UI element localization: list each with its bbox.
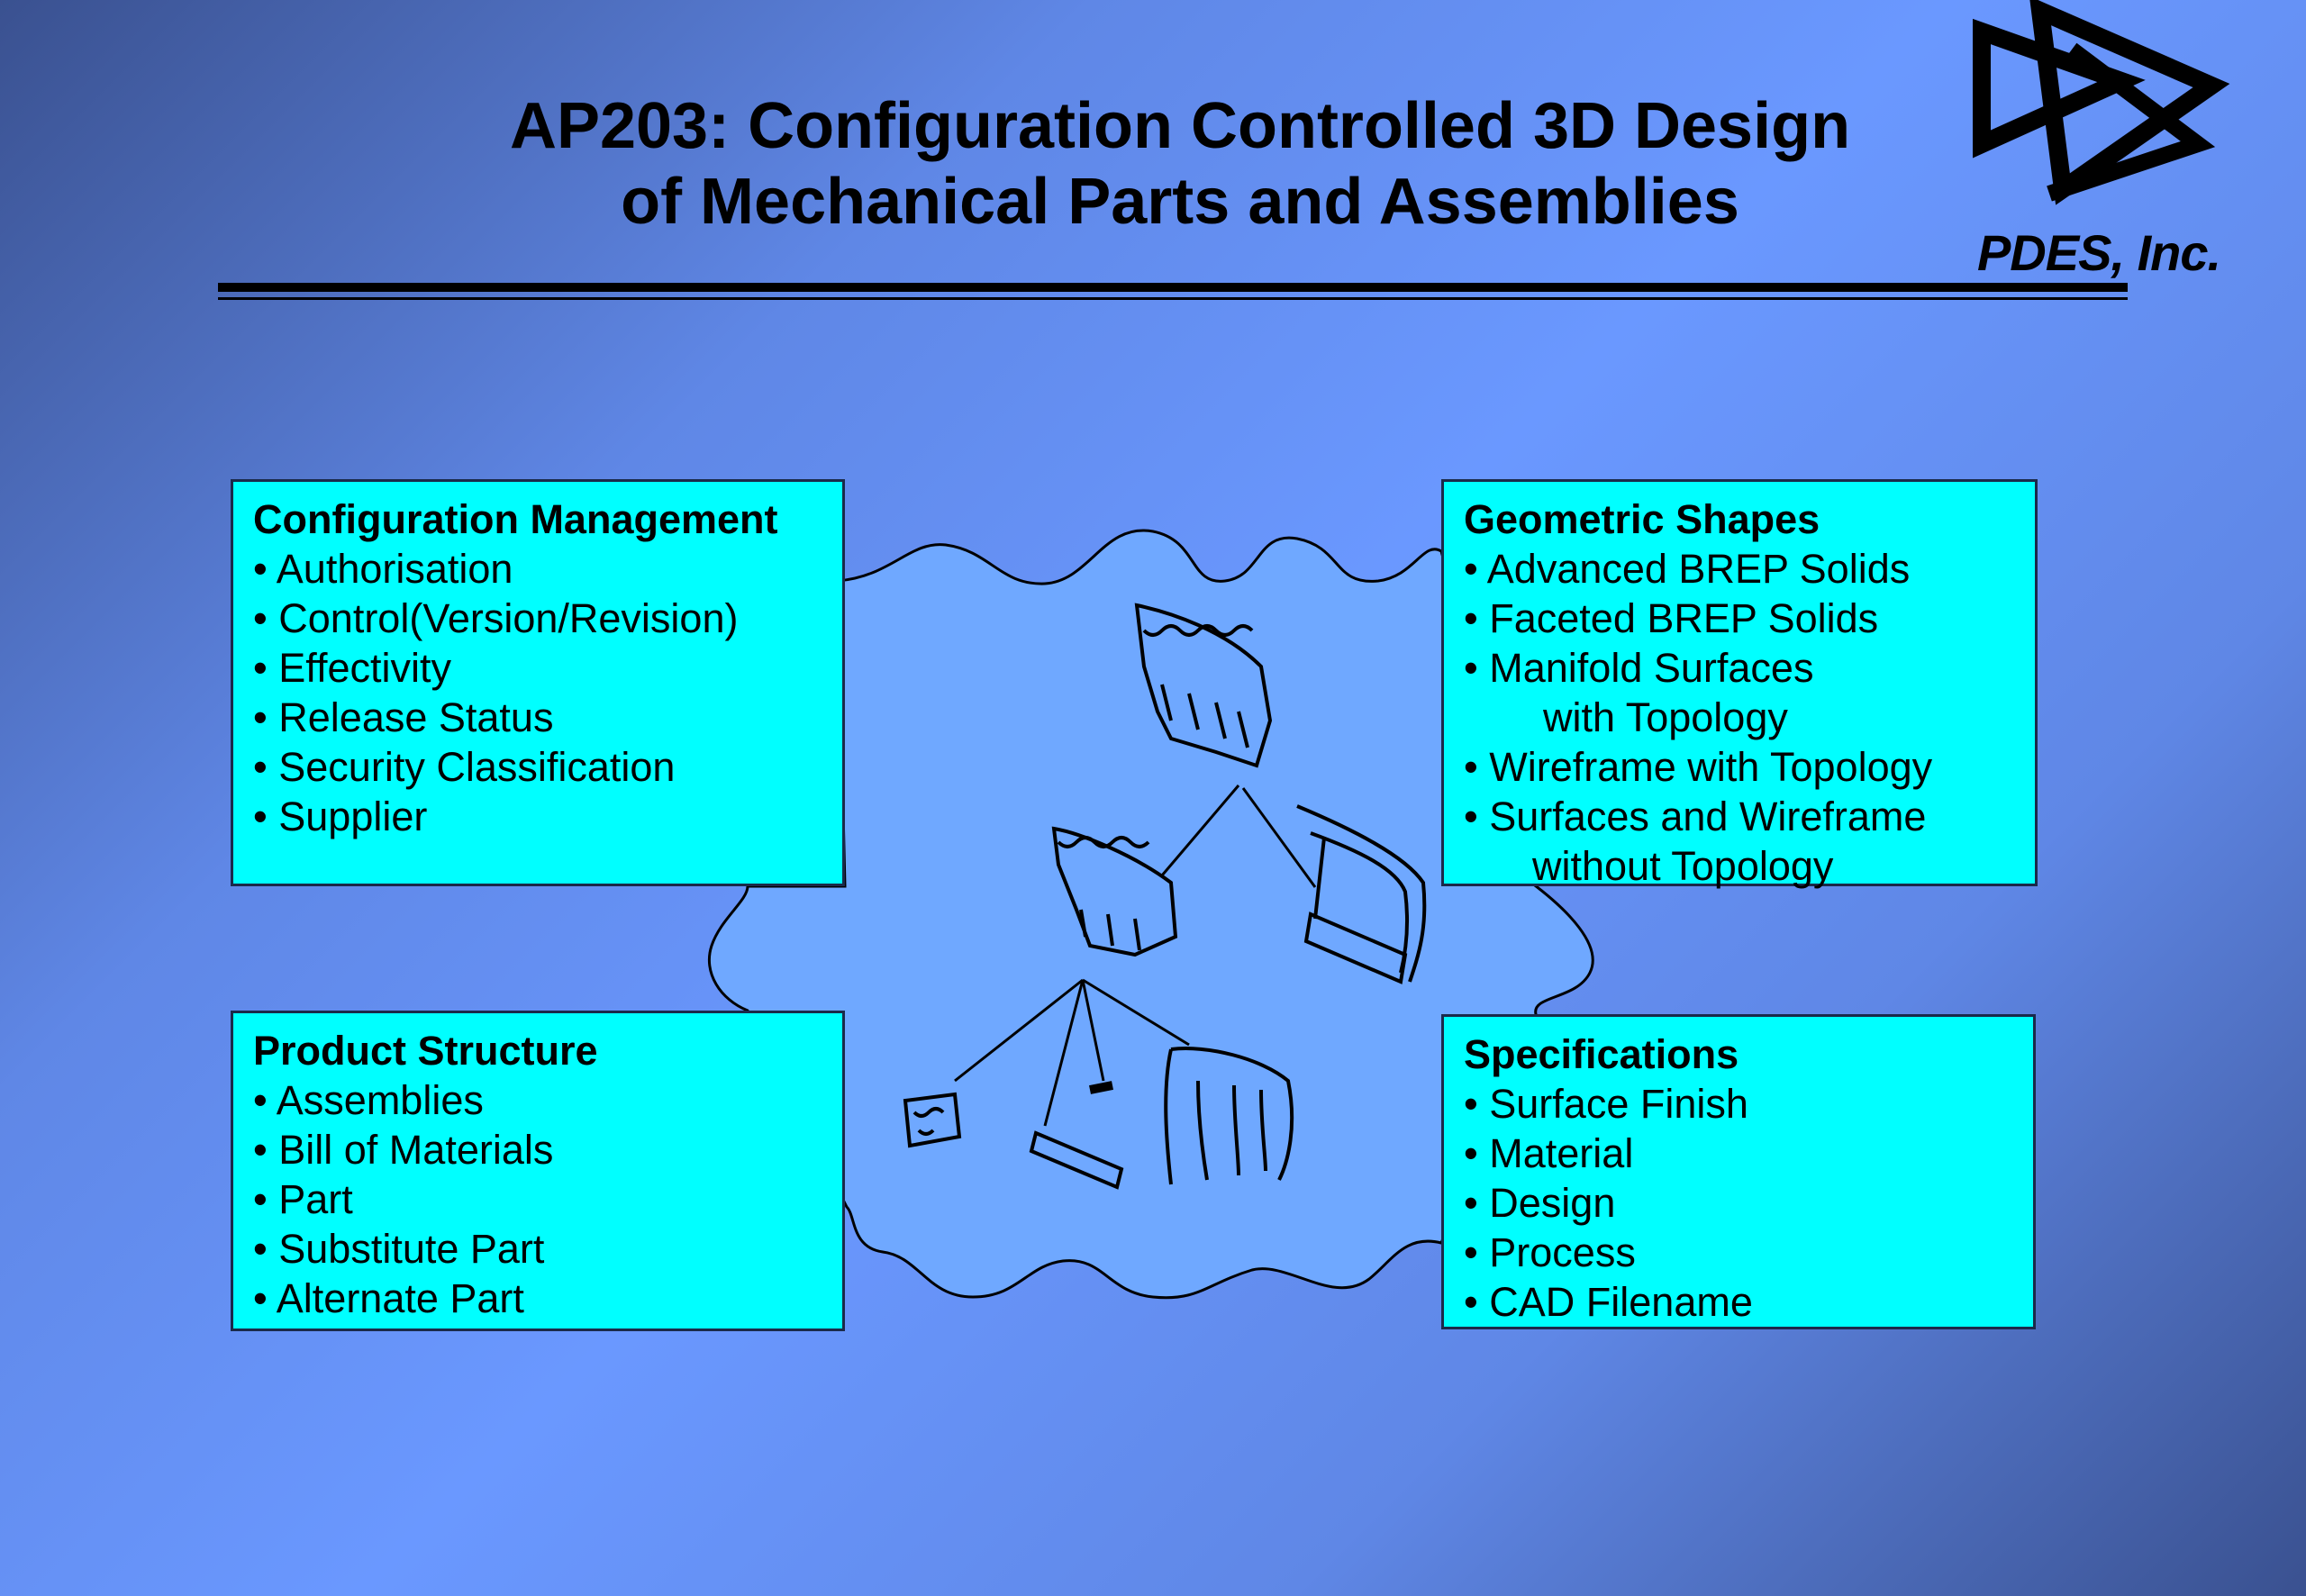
list-item: Surface Finish	[1464, 1079, 2013, 1129]
geometric-shapes-heading: Geometric Shapes	[1464, 496, 1820, 542]
specifications-box: Specifications Surface Finish Material D…	[1441, 1014, 2036, 1329]
list-item: Wireframe with Topology	[1464, 742, 2015, 792]
list-item: Advanced BREP Solids	[1464, 544, 2015, 594]
list-item: Substitute Part	[253, 1224, 822, 1274]
list-item: Material	[1464, 1129, 2013, 1178]
list-item: CAD Filename	[1464, 1277, 2013, 1327]
cloud-shape	[707, 529, 1594, 1300]
list-item-continuation: with Topology	[1543, 694, 1788, 740]
list-item: Authorisation	[253, 544, 822, 594]
list-item: Security Classification	[253, 742, 822, 792]
product-structure-heading: Product Structure	[253, 1028, 598, 1074]
list-item: Surfaces and Wireframe	[1464, 792, 2015, 841]
title-divider-thick	[218, 283, 2128, 292]
list-item: Effectivity	[253, 643, 822, 693]
list-item: Supplier	[253, 792, 822, 841]
list-item-continuation: without Topology	[1532, 843, 1834, 889]
list-item: Alternate Part	[253, 1274, 822, 1323]
brand-name: PDES, Inc.	[1976, 224, 2221, 281]
list-item: Part	[253, 1174, 822, 1224]
geometric-shapes-box: Geometric Shapes Advanced BREP Solids Fa…	[1441, 479, 2038, 889]
slide-title: AP203: Configuration Controlled 3D Desig…	[342, 88, 2018, 240]
title-divider-thin	[218, 297, 2128, 300]
title-line-1: AP203: Configuration Controlled 3D Desig…	[509, 90, 1851, 162]
part-sketch-panel	[1296, 804, 1427, 984]
product-structure-box: Product Structure Assemblies Bill of Mat…	[231, 1011, 845, 1331]
title-line-2: of Mechanical Parts and Assemblies	[621, 166, 1739, 238]
configuration-management-box: Configuration Management Authorisation C…	[231, 479, 845, 886]
specifications-heading: Specifications	[1464, 1031, 1739, 1077]
list-item: Process	[1464, 1228, 2013, 1277]
list-item: Assemblies	[253, 1075, 822, 1125]
part-sketch-bottom-right	[1164, 1047, 1294, 1185]
list-item: Manifold Surfaces	[1464, 643, 2015, 693]
part-sketch-top	[1134, 603, 1273, 768]
list-item: Faceted BREP Solids	[1464, 594, 2015, 643]
list-item: Bill of Materials	[253, 1125, 822, 1174]
part-sketch-bottom-plate	[1029, 1081, 1124, 1190]
list-item: Release Status	[253, 693, 822, 742]
part-sketch-bottom-left	[903, 1092, 962, 1148]
list-item: Design	[1464, 1178, 2013, 1228]
pdes-logo-icon	[1973, 0, 2230, 205]
configuration-management-heading: Configuration Management	[253, 496, 778, 542]
list-item: Control(Version/Revision)	[253, 594, 822, 643]
hierarchy-lines	[954, 784, 1317, 1127]
part-sketch-middle	[1051, 826, 1178, 957]
